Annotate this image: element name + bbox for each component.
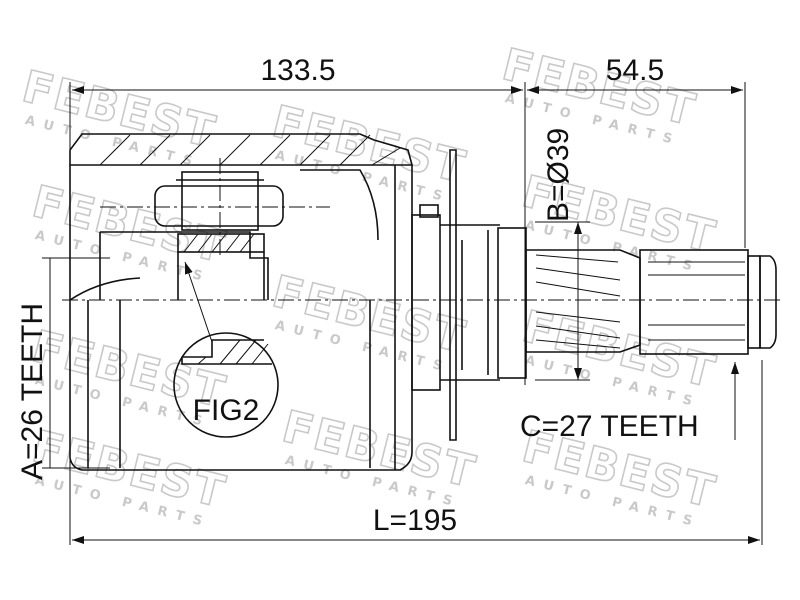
- tripod-outline: [100, 231, 269, 300]
- dim-label-shaft: 54.5: [606, 54, 664, 87]
- housing-inner-curve: [69, 277, 141, 301]
- housing-inner-curve-right: [300, 169, 379, 241]
- cv-joint-housing: [69, 133, 414, 471]
- watermark-logo: FEBEST AUTO PARTS: [27, 420, 232, 531]
- shaft-groove: [747, 255, 761, 349]
- fig2-profile-base: [181, 357, 272, 365]
- watermark-logo: FEBEST AUTO PARTS: [17, 60, 222, 171]
- neck-block: [411, 214, 441, 391]
- fig2-label: FIG2: [193, 394, 260, 427]
- dim-label-teeth-a: A=26 TEETH: [16, 303, 49, 480]
- shaft-spline-lines: [648, 261, 745, 341]
- dimension-labels: 133.5 54.5 L=195 C=27 TEETH B=Ø39 A=26 T…: [16, 54, 699, 537]
- dim-label-overall: L=195: [373, 504, 457, 537]
- tripod-roller: [154, 185, 284, 227]
- fig2-profile: [182, 339, 264, 358]
- neck-collar: [419, 204, 439, 218]
- fig2-leader: [184, 261, 213, 343]
- shaft-gear-teeth: [535, 254, 621, 349]
- tripod-spline-hatch: [183, 233, 255, 253]
- housing-neck: [411, 149, 527, 441]
- watermark-logo: FEBEST AUTO PARTS: [267, 95, 472, 206]
- shaft-end: [759, 255, 777, 349]
- fig2-circle: [173, 332, 279, 438]
- tripod-spline-block: [177, 233, 265, 253]
- shaft-collar: [497, 227, 527, 379]
- boot-clamp: [449, 149, 457, 441]
- watermark-logo: FEBEST AUTO PARTS: [517, 300, 722, 411]
- dim-label-diameter-b: B=Ø39: [542, 128, 575, 222]
- housing-hatch: [99, 134, 401, 166]
- splined-shaft: [525, 249, 777, 355]
- fig2-hatch: [197, 339, 269, 365]
- dim-label-teeth-c: C=27 TEETH: [520, 410, 699, 443]
- dim-label-housing: 133.5: [260, 54, 335, 87]
- housing-body-outline: [69, 165, 413, 471]
- fig2-callout: FIG2: [173, 261, 279, 438]
- housing-top-band: [69, 133, 414, 166]
